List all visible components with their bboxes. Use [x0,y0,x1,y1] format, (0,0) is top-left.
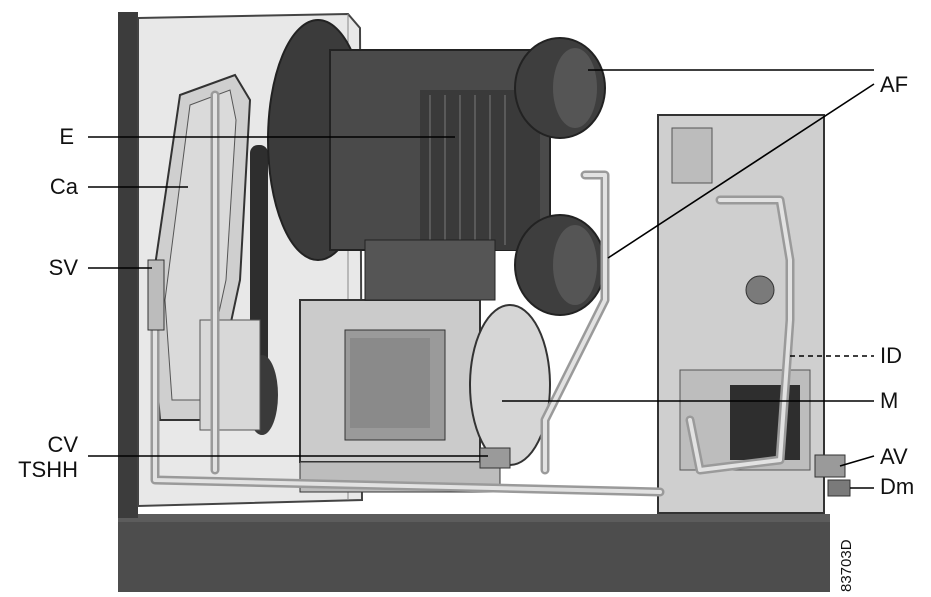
callout-ID: ID [880,343,902,368]
compressor-fins [420,90,540,250]
motor-window [350,338,430,428]
leader-lines [88,69,875,489]
safety-valve [147,259,165,331]
cabinet-label [671,127,713,184]
callout-M: M [880,388,899,413]
callout-AV: AV [880,444,908,469]
callout-TSHH: TSHH [18,457,78,482]
figure-code: 83703D [838,539,855,592]
air-valve [814,454,846,478]
callout-SV: SV [48,255,78,280]
valve-knob [745,275,775,305]
air-filter-top-cap [553,48,597,128]
callout-AF: AF [880,72,909,97]
callout-Ca: Ca [49,174,78,199]
base-edge [118,514,830,522]
drain-valve [827,479,851,497]
fan-shroud [199,319,261,431]
leader-AV [839,455,875,467]
motor-endcap [469,304,551,466]
check-valve [479,447,511,469]
compressor-neck [364,239,496,301]
callout-Dm: Dm [880,474,915,499]
leader-AF-2 [607,83,875,259]
fin-lines [429,95,506,245]
callout-CV: CV [47,432,78,457]
left-frame-post [118,12,138,518]
dryer-unit [730,385,800,460]
callout-E: E [59,124,74,149]
base-platform [118,518,830,592]
piping-highlight [153,93,792,494]
air-filter-bottom-cap [553,225,597,305]
